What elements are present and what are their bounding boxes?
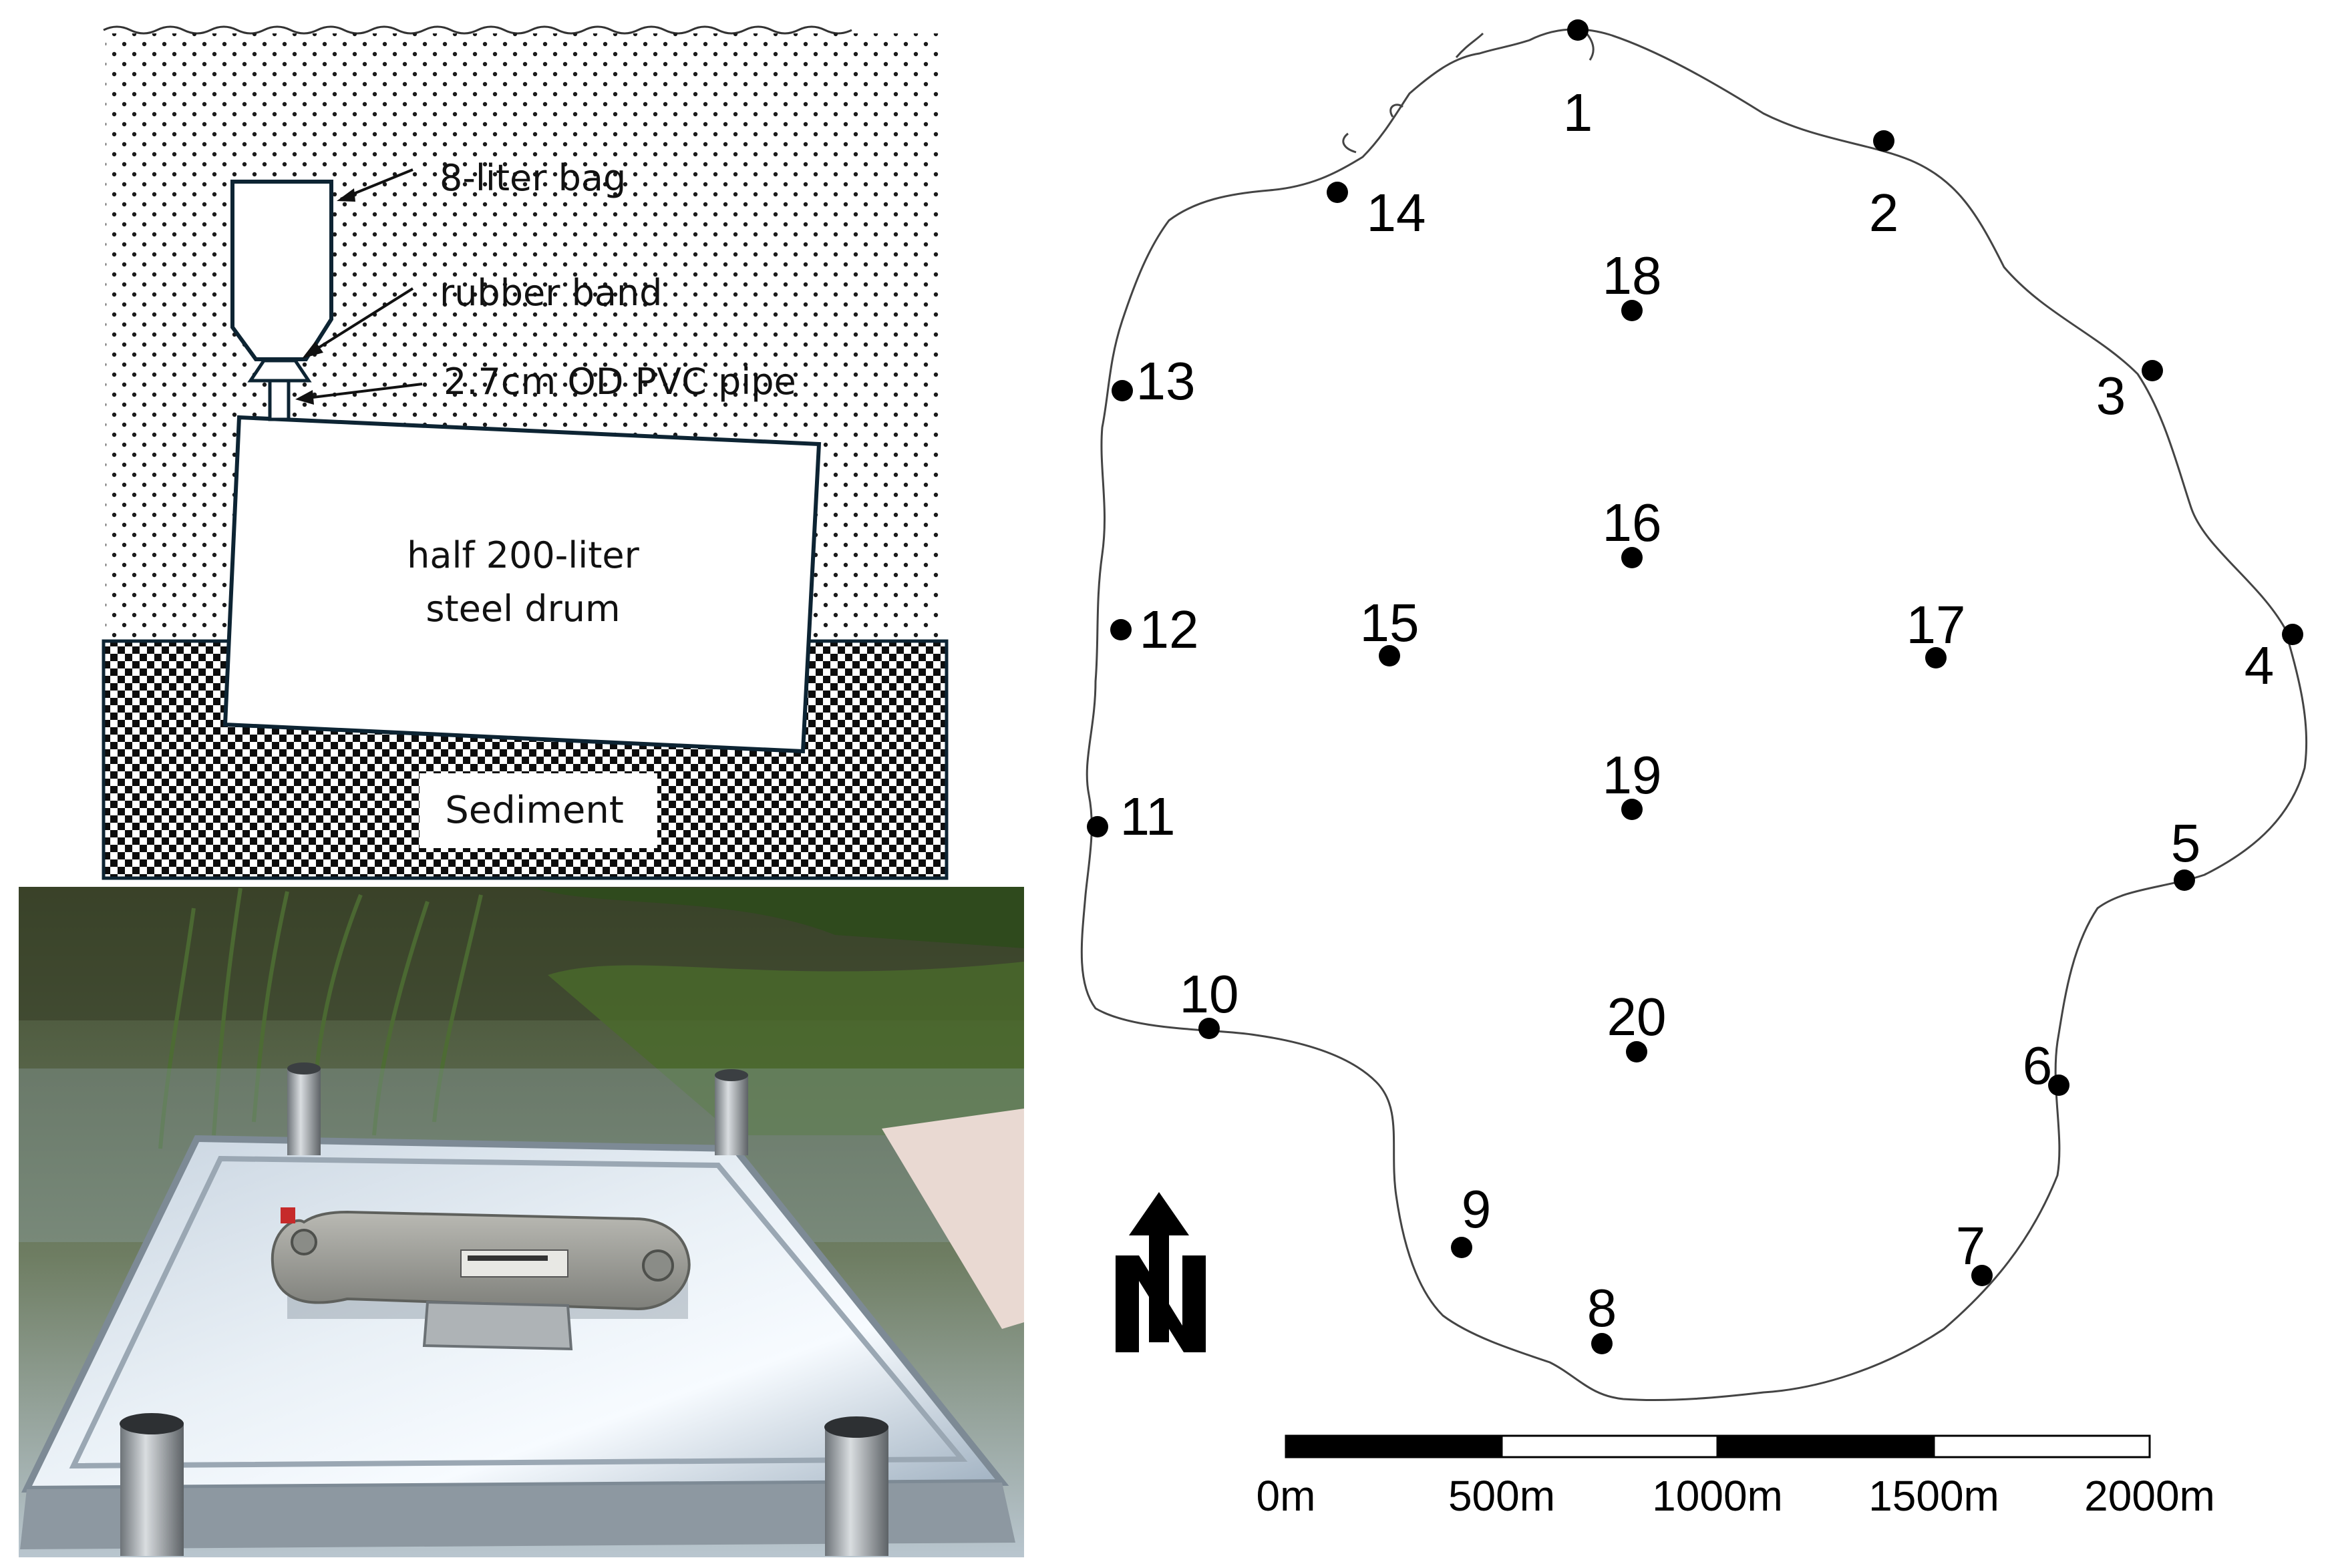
station-marker-3 <box>2142 360 2163 381</box>
sediment-label: Sediment <box>445 789 624 832</box>
station-label-18: 18 <box>1603 246 1662 305</box>
station-marker-19 <box>1621 799 1643 820</box>
station-label-11: 11 <box>1120 787 1175 846</box>
band-callout <box>302 287 414 359</box>
station-marker-16 <box>1621 547 1643 568</box>
drum-label-line2: steel drum <box>426 588 620 630</box>
frame-post <box>120 1422 184 1556</box>
north-arrow <box>1116 1192 1206 1352</box>
station-label-5: 5 <box>2171 813 2201 873</box>
station-marker-14 <box>1327 182 1348 203</box>
pvc-pipe <box>268 376 291 421</box>
station-marker-13 <box>1112 380 1133 401</box>
station-label-7: 7 <box>1956 1216 1986 1276</box>
station-label-10: 10 <box>1180 964 1239 1024</box>
station-label-1: 1 <box>1563 83 1593 142</box>
station-label-4: 4 <box>2245 636 2275 695</box>
north-label: N <box>0 0 1 1</box>
frame-post <box>715 1075 748 1155</box>
station-marker-7 <box>1971 1265 1993 1286</box>
scale-label-0: 0m <box>1257 1472 1316 1520</box>
station-marker-9 <box>1451 1237 1472 1258</box>
station-label-3: 3 <box>2096 366 2126 425</box>
scale-bar-labels: 0m 500m 1000m 1500m 2000m <box>1257 1472 2215 1520</box>
station-label-2: 2 <box>1869 183 1899 242</box>
side-board <box>882 1109 1024 1329</box>
scale-bar <box>1285 1434 2151 1458</box>
scale-label-1: 500m <box>1448 1472 1555 1520</box>
water-surface-line <box>103 25 852 35</box>
station-label-19: 19 <box>1603 745 1662 805</box>
station-label-15: 15 <box>1360 593 1420 652</box>
station-marker-8 <box>1591 1333 1613 1354</box>
station-label-17: 17 <box>1906 595 1966 654</box>
bag-label: 8-liter bag <box>440 157 626 199</box>
sampler-schematic: Sediment half 200-liter steel drum 8-lit… <box>102 25 949 880</box>
drum-label-line1: half 200-liter <box>407 534 639 576</box>
sample-bag <box>230 180 333 361</box>
station-label-8: 8 <box>1587 1278 1617 1338</box>
scale-label-3: 1500m <box>1868 1472 1999 1520</box>
north-n-glyph <box>1116 1255 1206 1352</box>
field-photo <box>19 887 1024 1557</box>
station-marker-1 <box>1567 19 1589 41</box>
station-marker-5 <box>2174 869 2195 891</box>
station-marker-17 <box>1925 647 1947 668</box>
station-marker-12 <box>1110 619 1132 640</box>
scale-label-2: 1000m <box>1652 1472 1783 1520</box>
station-label-20: 20 <box>1607 987 1667 1046</box>
band-label: rubber band <box>440 272 662 314</box>
station-label-9: 9 <box>1462 1179 1492 1239</box>
lake-shoreline <box>1080 28 2308 1402</box>
station-marker-10 <box>1198 1018 1220 1039</box>
mounting-bracket <box>422 1300 573 1351</box>
station-label-14: 14 <box>1367 183 1426 242</box>
frame-post <box>825 1426 888 1556</box>
station-label-13: 13 <box>1136 351 1196 411</box>
station-marker-4 <box>2282 624 2303 645</box>
station-label-12: 12 <box>1140 600 1199 659</box>
station-marker-6 <box>2048 1074 2069 1096</box>
station-marker-18 <box>1621 300 1643 321</box>
pipe-label: 2.7cm OD PVC pipe <box>444 361 796 403</box>
pipe-callout <box>295 383 423 405</box>
station-label-16: 16 <box>1603 493 1662 552</box>
station-marker-15 <box>1379 645 1400 666</box>
station-marker-20 <box>1626 1041 1647 1062</box>
bag-callout <box>337 168 413 202</box>
station-label-6: 6 <box>2023 1036 2053 1095</box>
station-marker-2 <box>1873 130 1894 152</box>
frame-post <box>287 1068 321 1155</box>
station-marker-11 <box>1087 816 1108 837</box>
scale-label-4: 2000m <box>2084 1472 2215 1520</box>
steel-drum <box>222 415 822 754</box>
sediment-label-box <box>420 773 657 848</box>
